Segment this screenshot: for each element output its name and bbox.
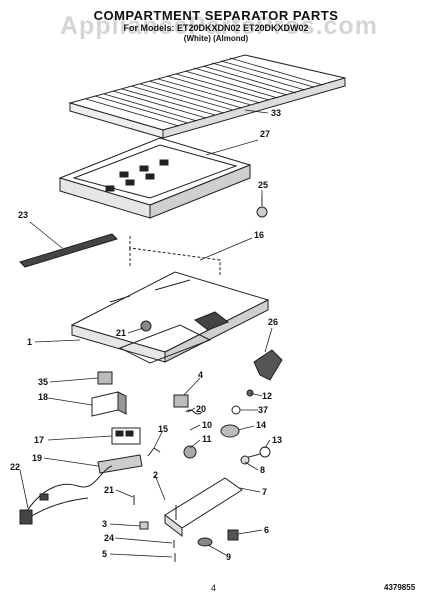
- part-3-clip: [139, 521, 149, 530]
- callout-2: 2: [153, 470, 158, 480]
- color-options: (White) (Almond): [183, 34, 249, 43]
- callout-16: 16: [254, 230, 264, 240]
- part-13-bulb: [244, 446, 271, 459]
- page-number: 4: [211, 583, 217, 593]
- diagram-subtitle: For Models: ET20DKXDN02 ET20DKXDW02: [123, 23, 309, 33]
- part-15-clip: [147, 447, 161, 457]
- callout-4: 4: [198, 370, 203, 380]
- part-8-socket: [240, 455, 250, 465]
- callout-5: 5: [102, 549, 107, 559]
- part-35-bracket: [97, 371, 113, 385]
- part-20-spring: [185, 409, 203, 415]
- callout-23: 23: [18, 210, 28, 220]
- callout-1: 1: [27, 337, 32, 347]
- callout-37: 37: [258, 405, 268, 415]
- part-27-frame: [58, 137, 252, 219]
- callout-6: 6: [264, 525, 269, 535]
- callout-9: 9: [226, 552, 231, 562]
- callout-20: 20: [196, 404, 206, 414]
- part-23-strip: [19, 233, 118, 268]
- callout-3: 3: [102, 519, 107, 529]
- callout-18: 18: [38, 392, 48, 402]
- part-4-damper: [173, 394, 189, 408]
- callout-12: 12: [262, 391, 272, 401]
- callout-24: 24: [104, 533, 114, 543]
- part-22-harness: [19, 465, 113, 525]
- part-26-cover: [253, 349, 283, 381]
- callout-33: 33: [271, 108, 281, 118]
- callout-15: 15: [158, 424, 168, 434]
- callout-35: 35: [38, 377, 48, 387]
- callout-21-upper: 21: [116, 328, 126, 338]
- part-1-plate: [70, 271, 270, 364]
- part-17-control: [111, 427, 141, 445]
- callout-14: 14: [256, 420, 266, 430]
- callout-25: 25: [258, 180, 268, 190]
- diagram-title: COMPARTMENT SEPARATOR PARTS: [93, 8, 339, 23]
- part-code: 4379855: [384, 583, 416, 592]
- callout-22: 22: [10, 462, 20, 472]
- callout-11: 11: [202, 434, 212, 444]
- part-18-housing: [91, 391, 127, 417]
- callout-17: 17: [34, 435, 44, 445]
- callout-labels: 33 27 25 23 16 1 21 26 35 18 17 19 22 21…: [10, 108, 282, 562]
- callout-8: 8: [260, 465, 265, 475]
- part-33-grille: [68, 54, 346, 139]
- part-7-base: [164, 477, 243, 538]
- part-14-knob: [220, 424, 240, 438]
- callout-26: 26: [268, 317, 278, 327]
- part-9-grommet: [197, 537, 213, 547]
- callout-7: 7: [262, 487, 267, 497]
- callout-13: 13: [272, 435, 282, 445]
- part-37-washer: [231, 405, 241, 415]
- leader-lines: [19, 109, 273, 558]
- callout-27: 27: [260, 129, 270, 139]
- part-19-panel: [97, 454, 143, 474]
- callout-19: 19: [32, 453, 42, 463]
- part-25-screw: [256, 196, 268, 218]
- part-6-plug: [227, 529, 239, 541]
- watermark: AppliancePartsPros.com: [60, 12, 378, 40]
- part-11-gear: [183, 445, 197, 459]
- callout-10: 10: [202, 420, 212, 430]
- part-16-wire: [129, 236, 221, 275]
- callout-21-lower: 21: [104, 485, 114, 495]
